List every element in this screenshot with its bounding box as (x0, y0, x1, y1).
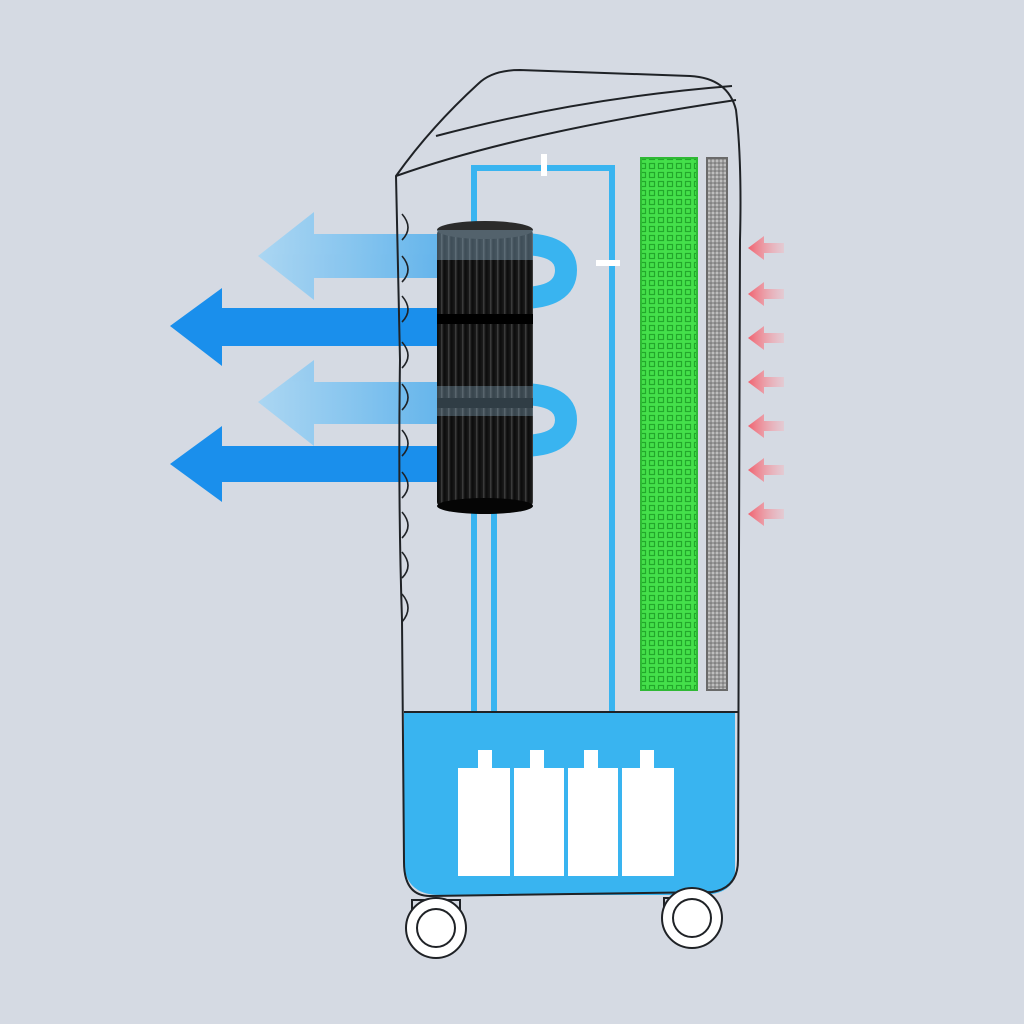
arrow-left-icon (748, 236, 784, 260)
wheels (405, 887, 723, 959)
wheel (405, 897, 467, 959)
airflow-loops (440, 233, 578, 457)
cooler-body-outline (395, 69, 742, 897)
wheel (661, 887, 723, 949)
intake-arrows (748, 236, 784, 526)
arrow-left-icon (170, 426, 440, 502)
outflow-arrows-dark (170, 288, 440, 502)
arrow-left-icon (748, 326, 784, 350)
ice-pack (458, 750, 510, 876)
arrow-left-icon (748, 282, 784, 306)
cooling-pad (640, 157, 698, 691)
front-grille (401, 213, 409, 623)
ice-pack (568, 750, 618, 876)
ice-packs (458, 750, 674, 876)
arrow-left-icon (748, 502, 784, 526)
pipe-valve (596, 260, 620, 266)
arrow-left-icon (258, 212, 440, 300)
arrow-left-icon (258, 360, 440, 446)
dust-filter (706, 157, 728, 691)
ice-pack (514, 750, 564, 876)
pipe-valve (541, 154, 547, 176)
arrow-left-icon (748, 458, 784, 482)
arrow-left-icon (748, 414, 784, 438)
ice-pack (622, 750, 674, 876)
arrow-left-icon (748, 370, 784, 394)
outflow-arrows-light (258, 212, 440, 446)
fan-cylinder (437, 221, 533, 514)
arrow-left-icon (170, 288, 440, 366)
